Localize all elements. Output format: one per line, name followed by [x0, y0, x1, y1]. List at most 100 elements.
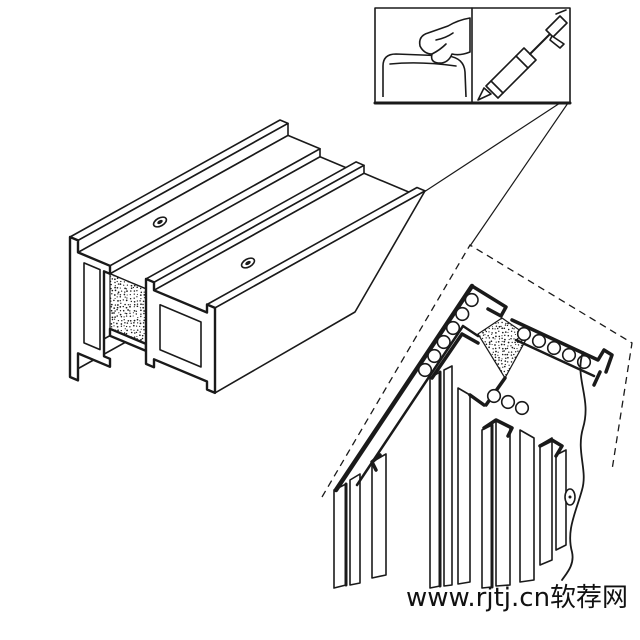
- stipple-dot: [485, 343, 488, 346]
- stipple-dot: [133, 290, 136, 292]
- stipple-dot: [510, 354, 513, 356]
- stipple-dot: [481, 337, 484, 340]
- stipple-dot: [124, 291, 126, 293]
- stipple-dot: [140, 309, 142, 312]
- stipple-dot: [503, 350, 505, 352]
- stipple-dot: [114, 297, 116, 300]
- sealant-bead: [486, 388, 502, 404]
- stipple-dot: [124, 312, 126, 314]
- extrusion-wall: [457, 387, 471, 585]
- stipple-dot: [116, 308, 118, 311]
- stipple-dot: [119, 300, 121, 302]
- stipple-dot: [113, 322, 115, 324]
- stipple-dot: [501, 327, 504, 330]
- stipple-dot: [126, 284, 128, 286]
- stipple-dot: [498, 330, 500, 332]
- stipple-dot: [120, 323, 123, 325]
- stipple-dot: [118, 312, 120, 314]
- inner-lower-hook: [538, 438, 564, 458]
- stipple-dot: [136, 325, 138, 327]
- stipple-dot: [132, 312, 134, 314]
- stipple-dot: [123, 316, 125, 318]
- stipple-dot: [510, 351, 513, 353]
- stipple-dot: [110, 283, 112, 286]
- sealant-bead: [464, 292, 479, 308]
- stipple-dot: [113, 312, 115, 314]
- stipple-dot: [135, 313, 138, 315]
- stipple-dot: [124, 296, 126, 298]
- stipple-dot: [114, 278, 116, 281]
- stipple-dot: [117, 319, 120, 322]
- stipple-dot: [133, 303, 136, 306]
- stipple-dot: [130, 329, 132, 331]
- stipple-dot: [516, 348, 518, 350]
- stipple-dot: [498, 359, 500, 361]
- stipple-dot: [140, 303, 142, 306]
- stipple-dot: [507, 341, 510, 344]
- stipple-dot: [143, 316, 145, 319]
- stipple-dot: [508, 367, 510, 370]
- stipple-dot: [122, 305, 124, 308]
- stipple-dot: [127, 309, 129, 311]
- stipple-dot: [498, 335, 501, 338]
- stipple-dot: [116, 280, 118, 283]
- stipple-dot: [497, 351, 499, 353]
- stipple-dot: [508, 351, 510, 353]
- stipple-dot: [482, 334, 485, 336]
- stipple-dot: [492, 348, 494, 350]
- stipple-dot: [514, 356, 517, 359]
- drill-hole: [152, 216, 168, 228]
- stipple-dot: [495, 350, 497, 353]
- sealant-bead: [514, 400, 530, 416]
- stipple-dot: [136, 329, 139, 331]
- stipple-dot: [120, 316, 123, 318]
- stipple-dot: [136, 300, 139, 302]
- stipple-dot: [125, 288, 128, 290]
- stipple-dot: [124, 328, 126, 330]
- sealant-bead: [561, 347, 577, 363]
- stipple-dot: [515, 344, 517, 346]
- stipple-dot: [503, 365, 506, 368]
- sealant-bead: [427, 348, 442, 364]
- outer-top-wall: [470, 284, 508, 318]
- stipple-dot: [130, 284, 133, 287]
- caulking-gun-illustration: [477, 9, 568, 101]
- stipple-dot: [120, 302, 122, 304]
- caulk-nozzle: [477, 87, 492, 101]
- stipple-dot: [504, 331, 507, 333]
- stipple-dot: [503, 327, 506, 330]
- stipple-dot: [510, 337, 512, 340]
- stipple-dot: [494, 356, 497, 359]
- stipple-dot: [113, 307, 116, 309]
- stipple-dot: [129, 293, 131, 296]
- stipple-dot: [136, 303, 139, 305]
- stipple-dot: [517, 344, 520, 346]
- stipple-dot: [117, 329, 119, 332]
- stipple-dot: [505, 357, 507, 359]
- stipple-dot: [129, 298, 132, 300]
- stipple-dot: [500, 343, 503, 346]
- stipple-dot: [504, 334, 506, 337]
- cord-loop-center: [568, 495, 572, 499]
- stipple-dot: [501, 353, 504, 356]
- gun-handle: [545, 15, 568, 38]
- stipple-dot: [511, 341, 513, 344]
- stipple-dot: [521, 344, 523, 347]
- stipple-dot: [139, 320, 141, 322]
- stipple-dot: [510, 335, 513, 337]
- stipple-dot: [133, 329, 135, 331]
- stipple-dot: [123, 293, 126, 296]
- stipple-dot: [497, 322, 499, 324]
- stipple-dot: [143, 297, 145, 299]
- stipple-dot: [139, 331, 141, 333]
- stipple-dot: [113, 275, 115, 277]
- stipple-dot: [143, 333, 145, 335]
- stipple-dot: [514, 333, 516, 336]
- stipple-dot: [501, 321, 503, 324]
- stipple-dot: [116, 277, 119, 280]
- stipple-dot: [130, 322, 132, 324]
- stipple-dot: [126, 322, 129, 324]
- stipple-texture: [479, 317, 528, 379]
- stipple-dot: [511, 327, 514, 329]
